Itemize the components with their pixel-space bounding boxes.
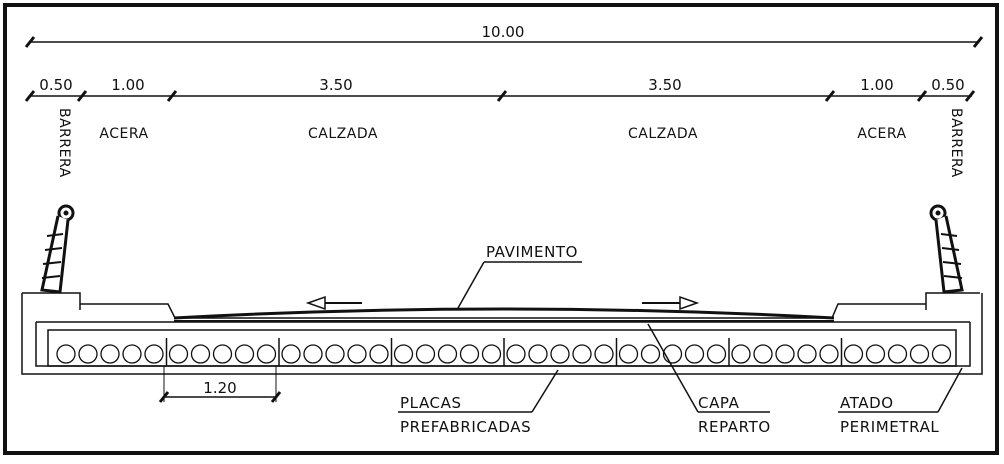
slab-void (347, 344, 367, 364)
layer-callout: CAPA REPARTO (647, 323, 771, 436)
slab-void (122, 344, 142, 364)
slab-void (550, 344, 570, 364)
slabs-callout: PLACAS PREFABRICADAS (398, 369, 559, 436)
right-sidewalk-label: ACERA (857, 126, 906, 142)
pavement-layer (173, 307, 835, 320)
layer-label-line1: CAPA (698, 394, 740, 412)
slabs-label-line1: PLACAS (400, 394, 462, 412)
slab-void (393, 344, 414, 364)
slab-void (100, 344, 120, 364)
tie-label-line2: PERIMETRAL (840, 418, 939, 436)
prefab-slabs (56, 338, 952, 366)
left-barrier-width: 0.50 (39, 76, 72, 94)
pavement-callout: PAVIMENTO (457, 243, 582, 309)
slab-void (775, 344, 795, 364)
tie-callout: ATADO PERIMETRAL (838, 367, 963, 436)
slab-void (256, 344, 277, 364)
total-dimension: 10.00 (24, 23, 984, 48)
right-barrier-label: BARRERA (948, 108, 964, 178)
partial-dimensions: 0.50 1.00 3.50 3.50 1.00 0.50 (24, 76, 976, 102)
slab-void (887, 344, 908, 364)
left-sidewalk-label: ACERA (99, 126, 148, 142)
slab-void (819, 344, 839, 364)
slab-void (303, 344, 323, 364)
left-lane-label: CALZADA (308, 126, 378, 142)
slope-arrow-right (642, 295, 700, 311)
slab-void (234, 344, 255, 364)
total-width-label: 10.00 (482, 23, 525, 41)
slab-void (753, 344, 773, 364)
slab-void (369, 344, 389, 364)
slab-void (506, 344, 526, 364)
slab-void (144, 344, 164, 364)
slab-void (662, 344, 683, 364)
left-sidewalk-width: 1.00 (111, 76, 144, 94)
slab-void (931, 344, 952, 364)
right-barrier-width: 0.50 (931, 76, 964, 94)
slab-void (572, 344, 592, 364)
slab-void (909, 344, 930, 364)
right-barrier-post (925, 204, 980, 310)
slab-void (459, 344, 480, 364)
slab-void (325, 344, 345, 364)
left-barrier-post (22, 204, 81, 310)
slab-void (415, 344, 436, 364)
left-lane-width: 3.50 (319, 76, 352, 94)
slabs-label-line2: PREFABRICADAS (400, 418, 531, 436)
tie-label-line1: ATADO (840, 394, 894, 412)
right-sidewalk-width: 1.00 (860, 76, 893, 94)
slab-void (212, 344, 233, 364)
slab-void (594, 344, 614, 364)
slab-void (78, 344, 98, 364)
slab-void (281, 344, 301, 364)
left-barrier-label: BARRERA (56, 108, 72, 178)
slab-width-dimension: 1.20 (158, 366, 282, 403)
slab-void (437, 344, 458, 364)
layer-label-line2: REPARTO (698, 418, 771, 436)
slab-void (706, 344, 727, 364)
slab-void (168, 344, 189, 364)
slab-void (797, 344, 817, 364)
slab-void (684, 344, 705, 364)
pavement-label: PAVIMENTO (486, 243, 578, 261)
slab-void (640, 344, 661, 364)
right-lane-label: CALZADA (628, 126, 698, 142)
right-lane-width: 3.50 (648, 76, 681, 94)
slab-void (843, 344, 864, 364)
slab-void (731, 344, 751, 364)
slab-void (56, 344, 76, 364)
slab-void (481, 344, 502, 364)
slab-void (190, 344, 211, 364)
slab-width-label: 1.20 (203, 379, 236, 397)
slab-void (618, 344, 639, 364)
slope-arrow-left (305, 295, 362, 311)
drawing-border (3, 3, 999, 455)
slab-void (528, 344, 548, 364)
slab-void (865, 344, 886, 364)
